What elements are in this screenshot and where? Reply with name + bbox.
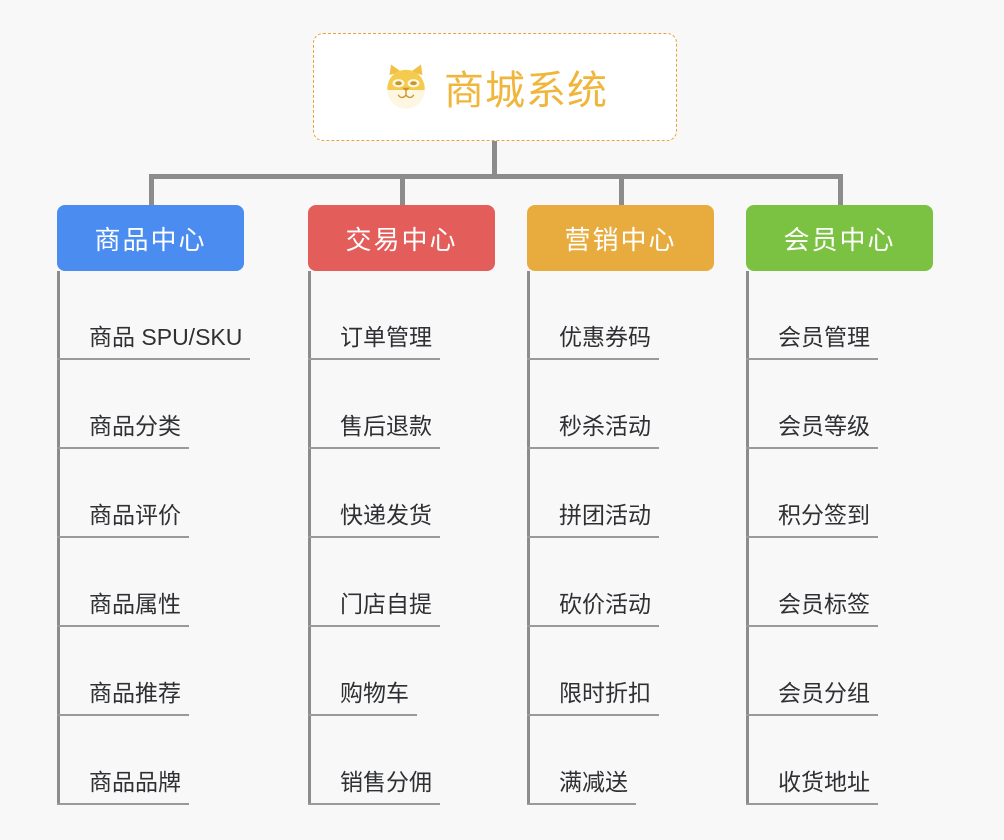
leaf-item-label: 购物车: [340, 680, 409, 707]
column-rail: [527, 271, 530, 805]
leaf-item-label: 商品评价: [89, 502, 181, 529]
root-title: 商城系统: [444, 69, 608, 113]
leaf-item-label: 满减送: [559, 769, 628, 796]
branch-column-3: 营销中心 优惠券码秒杀活动拼团活动砍价活动限时折扣满减送: [527, 205, 714, 805]
category-title: 商品中心: [94, 224, 207, 255]
category-title: 会员中心: [783, 224, 896, 255]
leaf-item-label: 商品品牌: [89, 769, 181, 796]
category-header-2[interactable]: 交易中心: [308, 205, 495, 271]
connector-drop-1: [149, 174, 154, 208]
leaf-item-label: 积分签到: [778, 502, 870, 529]
leaf-item-label: 售后退款: [340, 413, 432, 440]
leaf-item-label: 限时折扣: [559, 680, 651, 707]
category-header-4[interactable]: 会员中心: [746, 205, 933, 271]
leaf-item[interactable]: 会员等级: [746, 360, 878, 449]
category-header-3[interactable]: 营销中心: [527, 205, 714, 271]
leaf-item[interactable]: 门店自提: [308, 538, 440, 627]
shiba-dog-icon: [382, 63, 430, 111]
leaf-item[interactable]: 购物车: [308, 627, 417, 716]
category-title: 交易中心: [345, 224, 458, 255]
branch-column-2: 交易中心 订单管理售后退款快递发货门店自提购物车销售分佣: [308, 205, 495, 805]
leaf-item[interactable]: 收货地址: [746, 716, 878, 805]
branch-column-1: 商品中心 商品 SPU/SKU 商品分类商品评价商品属性商品推荐商品品牌: [57, 205, 250, 805]
category-title: 营销中心: [564, 224, 677, 255]
leaf-item-label: 会员管理: [778, 324, 870, 351]
leaf-item[interactable]: 商品属性: [57, 538, 189, 627]
leaf-item-label: 商品 SPU/SKU: [89, 324, 243, 351]
leaf-item[interactable]: 商品品牌: [57, 716, 189, 805]
connector-stem: [492, 141, 497, 177]
leaf-item[interactable]: 会员分组: [746, 627, 878, 716]
connector-drop-2: [400, 174, 405, 208]
leaf-item[interactable]: 拼团活动: [527, 449, 659, 538]
leaf-item[interactable]: 满减送: [527, 716, 636, 805]
leaf-item-label: 会员等级: [778, 413, 870, 440]
leaf-item-label: 商品属性: [89, 591, 181, 618]
leaf-item[interactable]: 商品推荐: [57, 627, 189, 716]
leaf-item-label: 优惠券码: [559, 324, 651, 351]
connector-horizontal-bar: [149, 174, 841, 179]
leaf-item-label: 商品推荐: [89, 680, 181, 707]
column-rail: [746, 271, 749, 805]
leaf-item[interactable]: 积分签到: [746, 449, 878, 538]
leaf-item[interactable]: 会员标签: [746, 538, 878, 627]
column-rail: [57, 271, 60, 805]
leaf-item[interactable]: 商品 SPU/SKU: [57, 271, 250, 360]
root-node[interactable]: 商城系统: [313, 33, 677, 141]
leaf-item-label: 收货地址: [778, 769, 870, 796]
leaf-item-label: 会员标签: [778, 591, 870, 618]
leaf-item-label: 订单管理: [340, 324, 432, 351]
connector-drop-4: [838, 174, 843, 208]
leaf-item[interactable]: 秒杀活动: [527, 360, 659, 449]
leaf-item[interactable]: 售后退款: [308, 360, 440, 449]
leaf-item[interactable]: 快递发货: [308, 449, 440, 538]
leaf-item[interactable]: 砍价活动: [527, 538, 659, 627]
leaf-item-label: 秒杀活动: [559, 413, 651, 440]
leaf-item[interactable]: 会员管理: [746, 271, 878, 360]
leaf-item-label: 会员分组: [778, 680, 870, 707]
leaf-item-label: 门店自提: [340, 591, 432, 618]
leaf-item-label: 砍价活动: [559, 591, 651, 618]
branch-column-4: 会员中心 会员管理会员等级积分签到会员标签会员分组收货地址: [746, 205, 933, 805]
leaf-item[interactable]: 商品分类: [57, 360, 189, 449]
leaf-item-label: 销售分佣: [340, 769, 432, 796]
leaf-item-label: 商品分类: [89, 413, 181, 440]
column-rail: [308, 271, 311, 805]
leaf-item-label: 拼团活动: [559, 502, 651, 529]
leaf-item[interactable]: 限时折扣: [527, 627, 659, 716]
connector-drop-3: [619, 174, 624, 208]
leaf-item[interactable]: 商品评价: [57, 449, 189, 538]
leaf-item[interactable]: 订单管理: [308, 271, 440, 360]
leaf-item-label: 快递发货: [340, 502, 432, 529]
leaf-item[interactable]: 优惠券码: [527, 271, 659, 360]
leaf-item[interactable]: 销售分佣: [308, 716, 440, 805]
category-header-1[interactable]: 商品中心: [57, 205, 244, 271]
